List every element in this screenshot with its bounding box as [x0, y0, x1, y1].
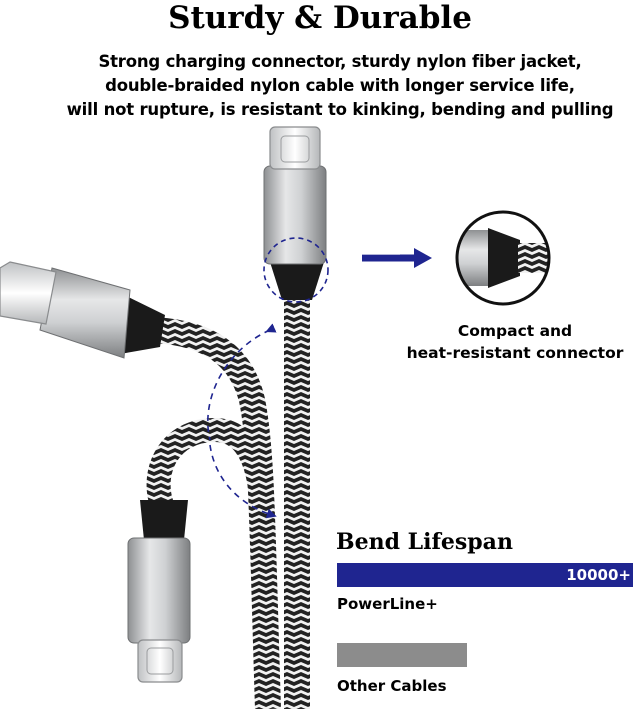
caption-line-1: Compact and	[457, 322, 573, 340]
bend-lifespan-title: Bend Lifespan	[336, 529, 513, 555]
connector-caption: Compact and heat-resistant connector	[400, 320, 630, 364]
bend-arc-lower	[209, 444, 277, 519]
dashed-zoom-ring	[263, 237, 329, 303]
bend-arc-upper	[207, 323, 277, 441]
powerline-bar: 10000+	[337, 563, 633, 587]
other-cables-bar	[337, 643, 467, 667]
subtitle-line-1: Strong charging connector, sturdy nylon …	[98, 52, 582, 71]
powerline-bar-value: 10000+	[566, 566, 631, 584]
subtitle-line-3: will not rupture, is resistant to kinkin…	[66, 100, 614, 119]
center-cable	[263, 126, 329, 709]
lower-left-cable	[127, 417, 274, 683]
page-title: Sturdy & Durable	[168, 0, 472, 36]
other-cables-label: Other Cables	[337, 677, 447, 695]
powerline-label: PowerLine+	[337, 595, 438, 613]
caption-line-2: heat-resistant connector	[406, 344, 624, 362]
subtitle-line-2: double-braided nylon cable with longer s…	[105, 76, 575, 95]
upper-left-cable	[0, 261, 281, 709]
subtitle: Strong charging connector, sturdy nylon …	[40, 50, 640, 122]
callout-arrow	[362, 248, 432, 268]
connector-zoom-icon	[455, 210, 551, 306]
